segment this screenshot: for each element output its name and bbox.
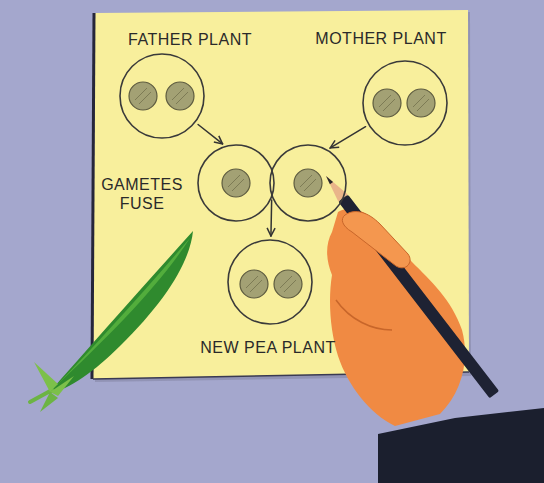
chromosome-dot [129,82,157,110]
node-heading: NEW PEA PLANT [200,338,335,357]
arrow-connector [198,125,223,144]
node-heading: MOTHER PLANT [315,29,446,48]
circle-node: NEW PEA PLANT [228,240,312,324]
pea-pod-highlight [56,238,190,386]
node-heading: GAMETES FUSE [97,175,187,213]
cell-circle [228,240,312,324]
dot-shading [413,95,429,111]
pea-pod [48,231,193,394]
chromosome-dot [294,169,322,197]
hand-crease [336,300,392,330]
dot-shading [300,175,316,191]
chromosome-dot [407,89,435,117]
paper-edge [92,13,94,379]
cell-circle [198,145,274,221]
dot-shading [246,276,262,292]
cell-circle [270,145,346,221]
chromosome-dot [240,270,268,298]
index-finger [342,212,410,268]
heading-slot: MOTHER PLANT [315,29,446,48]
heading-slot: NEW PEA PLANT [200,338,335,357]
circle-node: GAMETES FUSE [196,143,348,223]
heading-slot: GAMETES FUSE [97,175,187,213]
node-heading: FATHER PLANT [128,30,252,49]
pea-calyx [50,376,74,396]
arrow-connector [330,127,365,148]
circle-node: FATHER PLANT [120,54,204,138]
dot-shading [280,276,296,292]
dot-shading [228,175,244,191]
chromosome-dot [166,82,194,110]
circle-outline [228,240,312,324]
pencil-lead [324,175,333,185]
hand [327,209,465,426]
circle-outline [196,143,348,223]
cell-circle [120,54,204,138]
circle-node: MOTHER PLANT [363,61,447,145]
chromosome-dot [222,169,250,197]
pencil [321,172,499,398]
circle-outline [120,54,204,138]
cell-circle [363,61,447,145]
chromosome-dot [373,89,401,117]
chromosome-dot [274,270,302,298]
pea-calyx [40,392,58,412]
dot-shading [379,95,395,111]
heading-slot: FATHER PLANT [128,30,252,49]
circle-outline [363,61,447,145]
pencil-body [338,195,499,399]
dot-shading [135,88,151,104]
pea-calyx [34,362,58,392]
arrow-connector [270,200,272,236]
dot-shading [172,88,188,104]
